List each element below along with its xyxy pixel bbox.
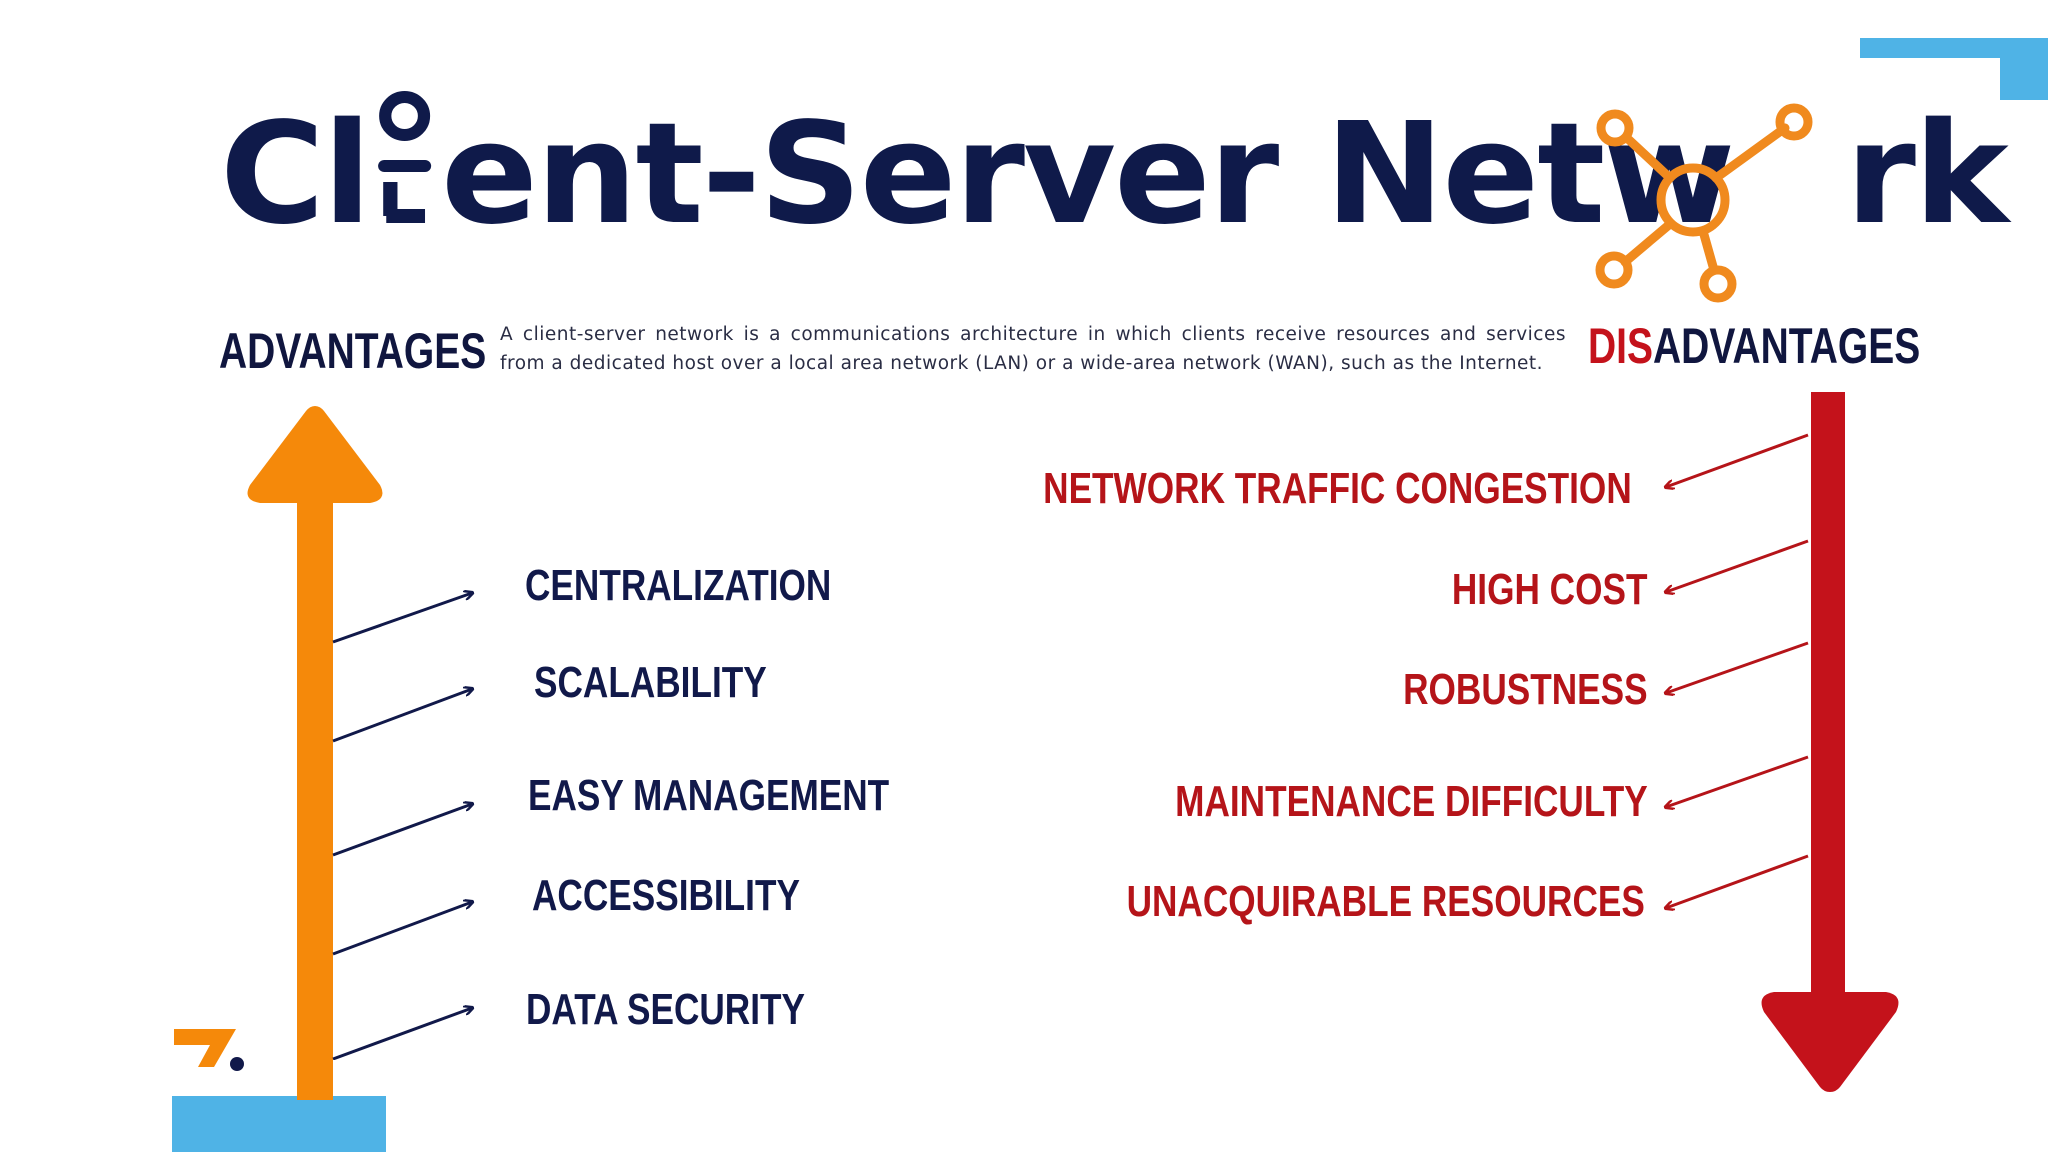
disadvantage-item: MAINTENANCE DIFFICULTY	[1175, 777, 1648, 826]
pointer-arrow	[1666, 433, 1809, 487]
pointer-arrow	[1666, 641, 1809, 693]
advantage-item: DATA SECURITY	[526, 985, 805, 1034]
brand-logo-icon	[170, 1023, 250, 1073]
disadvantages-prefix: DIS	[1588, 318, 1654, 374]
advantage-item: SCALABILITY	[534, 658, 767, 707]
advantage-item: EASY MANAGEMENT	[528, 771, 890, 820]
pointer-arrow	[332, 804, 472, 857]
title-part-3: rk	[1845, 93, 2008, 256]
disadvantages-header: DISADVANTAGES	[1588, 318, 1920, 374]
title-part-2: ent-Server Netw	[441, 93, 1735, 256]
pointer-arrow	[1666, 539, 1809, 592]
disadvantage-item: HIGH COST	[1451, 565, 1647, 614]
pointer-arrow	[332, 902, 472, 956]
pointer-arrow	[1666, 755, 1809, 807]
person-icon	[370, 86, 441, 226]
advantage-item: ACCESSIBILITY	[532, 871, 800, 920]
disadvantage-pointers	[1655, 433, 1809, 915]
pointer-arrow	[332, 593, 472, 644]
corner-accent-side	[2000, 38, 2048, 100]
disadvantage-item: NETWORK TRAFFIC CONGESTION	[1043, 464, 1632, 513]
title-part-1: Cl	[220, 93, 372, 256]
disadvantages-down-arrow	[1761, 392, 1899, 1092]
pointer-arrow	[332, 689, 472, 743]
advantages-up-arrow	[247, 406, 383, 1100]
pointer-arrow	[332, 1008, 472, 1060]
advantage-item: CENTRALIZATION	[525, 561, 832, 610]
network-hub-graphic	[1595, 103, 1813, 303]
disadvantage-item: UNACQUIRABLE RESOURCES	[1126, 877, 1645, 926]
bottom-accent-block	[172, 1096, 386, 1152]
disadvantages-rest: ADVANTAGES	[1653, 318, 1921, 374]
page-title: Cl ent-Server Netw rk	[220, 82, 2009, 282]
advantage-pointers	[332, 580, 485, 1060]
disadvantage-item: ROBUSTNESS	[1403, 665, 1648, 714]
pointer-arrow	[1666, 854, 1809, 908]
description-text: A client-server network is a communicati…	[500, 324, 1566, 374]
advantages-header: ADVANTAGES	[219, 323, 487, 379]
